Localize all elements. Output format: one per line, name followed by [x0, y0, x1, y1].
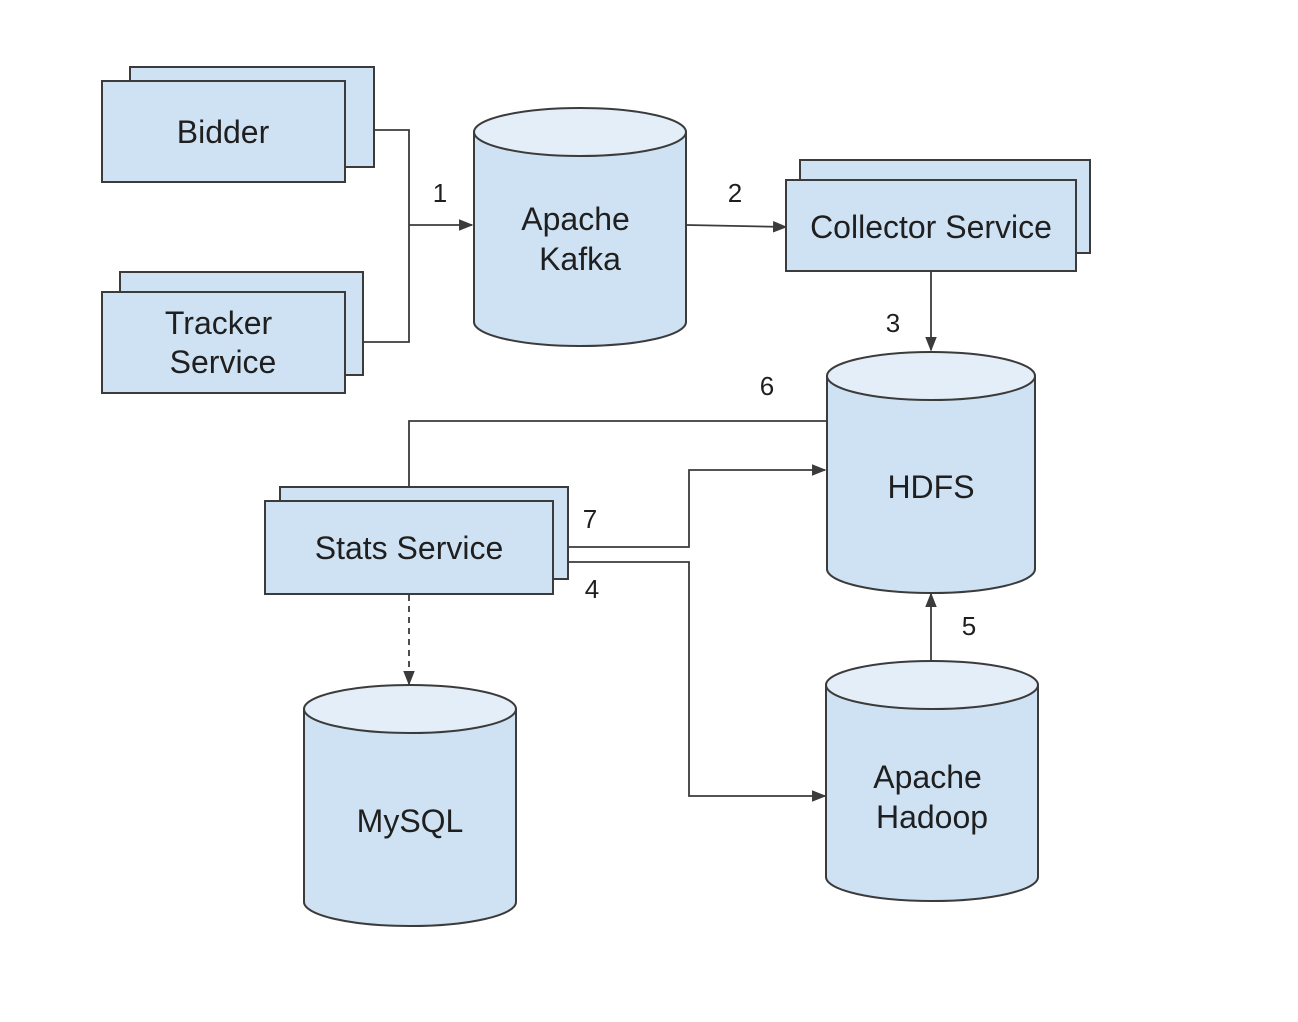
node-apache-kafka: Apache Kafka: [473, 107, 687, 347]
node-hdfs: HDFS: [826, 351, 1036, 594]
node-collector-service: Collector Service: [785, 159, 1091, 272]
node-bidder: Bidder: [101, 66, 375, 183]
node-apache-hadoop: Apache Hadoop: [825, 660, 1039, 902]
edge-2: 2: [686, 178, 788, 233]
edge-2-label: 2: [728, 178, 742, 208]
node-collector-label: Collector Service: [810, 209, 1052, 245]
node-stats-label: Stats Service: [315, 530, 504, 566]
edge-3: 3: [886, 271, 937, 352]
node-tracker-label: Tracker Service: [165, 305, 281, 380]
node-hdfs-label: HDFS: [887, 469, 974, 505]
node-tracker-service: Tracker Service: [101, 271, 364, 394]
node-mysql-label: MySQL: [357, 803, 464, 839]
edge-4-label: 4: [585, 574, 599, 604]
node-bidder-label: Bidder: [177, 114, 270, 150]
node-mysql: MySQL: [303, 684, 517, 927]
edge-3-label: 3: [886, 308, 900, 338]
edge-7: 7: [568, 464, 827, 548]
edge-6-label: 6: [760, 371, 774, 401]
edge-7-label: 7: [583, 504, 597, 534]
edge-5-label: 5: [962, 611, 976, 641]
edge-4: 4: [568, 561, 827, 802]
node-kafka-label: Apache Kafka: [521, 201, 638, 277]
node-stats-service: Stats Service: [264, 486, 569, 595]
node-hadoop-label: Apache Hadoop: [873, 759, 990, 835]
edge-6: 6: [408, 371, 827, 488]
edge-1-label: 1: [433, 178, 447, 208]
edge-5: 5: [925, 592, 976, 660]
edge-1: 1: [364, 129, 474, 343]
